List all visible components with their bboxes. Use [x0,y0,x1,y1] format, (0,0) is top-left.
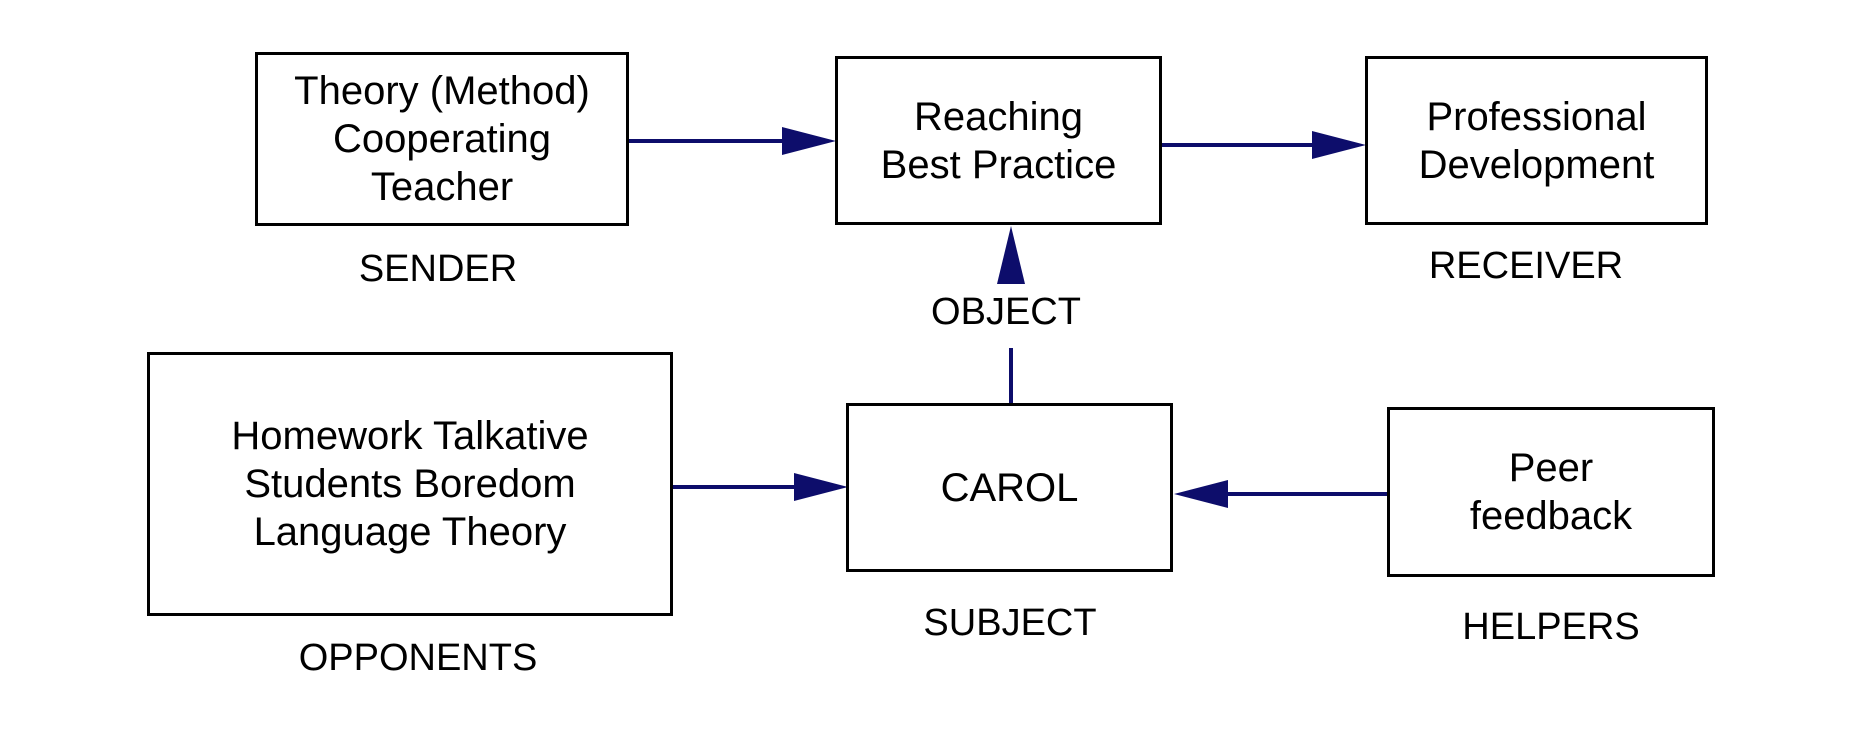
helpers-box-line-1: Peer [1508,446,1594,490]
arrowhead-opponents-to-subject [794,473,848,501]
helpers-box: Peer feedback [1387,407,1715,577]
sender-box-line-1: Theory (Method) [294,69,590,113]
sender-box-line-3: Teacher [370,165,514,209]
opponents-box: Homework Talkative Students Boredom Lang… [147,352,673,616]
subject-box: CAROL [846,403,1173,572]
arrowhead-sender-to-object [782,127,836,155]
receiver-box: Professional Development [1365,56,1708,225]
arrowhead-helpers-to-subject [1174,480,1228,508]
sender-label: SENDER [358,248,518,290]
opponents-box-line-2: Students Boredom [244,462,576,506]
opponents-box-line-1: Homework Talkative [231,414,589,458]
arrowhead-object-to-receiver [1312,131,1366,159]
subject-box-line-1: CAROL [940,465,1079,510]
helpers-box-line-2: feedback [1469,494,1633,538]
arrowhead-subject-to-object [997,226,1025,284]
sender-box-line-2: Cooperating [333,117,551,161]
object-box: Reaching Best Practice [835,56,1162,225]
sender-box: Theory (Method) Cooperating Teacher [255,52,629,226]
object-box-line-1: Reaching [913,94,1083,139]
object-box-line-2: Best Practice [880,142,1117,187]
receiver-box-line-1: Professional [1426,94,1647,139]
opponents-label: OPPONENTS [298,637,538,679]
helpers-label: HELPERS [1462,606,1640,648]
receiver-box-line-2: Development [1418,142,1655,187]
opponents-box-line-3: Language Theory [253,510,567,554]
subject-label: SUBJECT [923,602,1097,644]
receiver-label: RECEIVER [1428,245,1624,287]
object-label: OBJECT [931,291,1081,333]
